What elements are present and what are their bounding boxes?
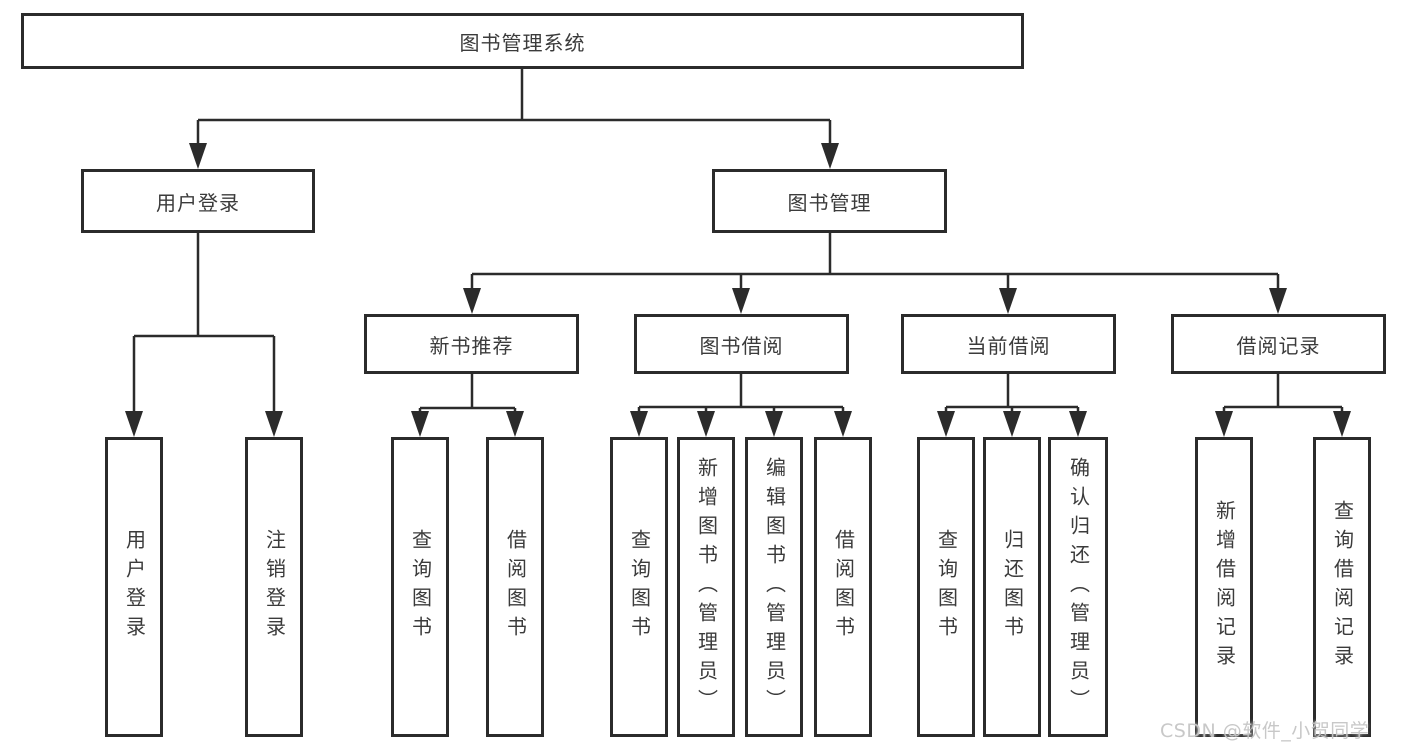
- leaf-add-book-admin: 新增图书（管理员）: [677, 437, 735, 737]
- leaf-add-borrow-record: 新增借阅记录: [1195, 437, 1253, 737]
- leaf-return-books-label: 归还图书: [1000, 529, 1025, 645]
- node-user-login: 用户登录: [81, 169, 315, 233]
- leaf-query-books-recommend: 查询图书: [391, 437, 449, 737]
- leaf-query-books-current: 查询图书: [917, 437, 975, 737]
- leaf-query-books-borrow-label: 查询图书: [627, 529, 652, 645]
- node-book-borrowing-label: 图书借阅: [699, 333, 784, 358]
- leaf-confirm-return-admin: 确认归还（管理员）: [1048, 437, 1108, 737]
- leaf-query-books-current-label: 查询图书: [934, 529, 959, 645]
- leaf-return-books: 归还图书: [983, 437, 1041, 737]
- leaf-borrow-books-recommend: 借阅图书: [486, 437, 544, 737]
- leaf-borrow-books: 借阅图书: [814, 437, 872, 737]
- leaf-add-book-admin-label: 新增图书（管理员）: [694, 456, 719, 718]
- leaf-query-books-borrow: 查询图书: [610, 437, 668, 737]
- leaf-user-login-label: 用户登录: [122, 529, 147, 645]
- node-current-borrowing: 当前借阅: [901, 314, 1116, 374]
- leaf-borrow-books-recommend-label: 借阅图书: [503, 529, 528, 645]
- leaf-edit-book-admin: 编辑图书（管理员）: [745, 437, 803, 737]
- leaf-logout-label: 注销登录: [262, 529, 287, 645]
- csdn-watermark: CSDN @软件_小贺同学: [1160, 720, 1370, 742]
- leaf-confirm-return-admin-label: 确认归还（管理员）: [1066, 456, 1091, 718]
- connector-arrows: [125, 143, 1351, 437]
- leaf-borrow-books-label: 借阅图书: [831, 529, 856, 645]
- node-borrowing-records-label: 借阅记录: [1236, 333, 1321, 358]
- leaf-add-borrow-record-label: 新增借阅记录: [1212, 500, 1237, 674]
- node-user-login-label: 用户登录: [156, 190, 240, 215]
- node-book-borrowing: 图书借阅: [634, 314, 849, 374]
- node-new-book-recommend-label: 新书推荐: [429, 333, 514, 358]
- connector-path: [132, 69, 1344, 411]
- node-book-management: 图书管理: [712, 169, 947, 233]
- node-current-borrowing-label: 当前借阅: [966, 333, 1051, 358]
- node-borrowing-records: 借阅记录: [1171, 314, 1386, 374]
- leaf-query-borrow-record: 查询借阅记录: [1313, 437, 1371, 737]
- node-root-label: 图书管理系统: [459, 30, 586, 55]
- node-root: 图书管理系统: [21, 13, 1024, 69]
- leaf-query-borrow-record-label: 查询借阅记录: [1330, 500, 1355, 674]
- leaf-user-login: 用户登录: [105, 437, 163, 737]
- leaf-query-books-recommend-label: 查询图书: [408, 529, 433, 645]
- node-book-management-label: 图书管理: [787, 190, 872, 215]
- leaf-edit-book-admin-label: 编辑图书（管理员）: [762, 456, 787, 718]
- node-new-book-recommend: 新书推荐: [364, 314, 579, 374]
- leaf-logout: 注销登录: [245, 437, 303, 737]
